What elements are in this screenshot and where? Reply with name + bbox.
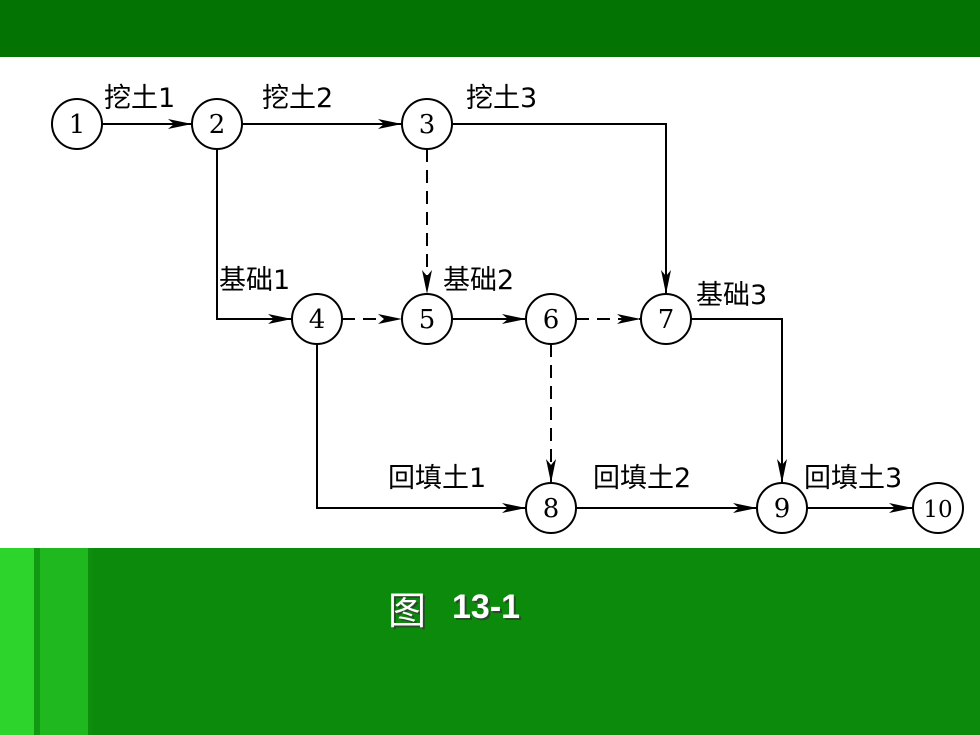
bottom-band	[0, 548, 980, 735]
event-node-circle	[640, 293, 692, 345]
event-node-9: 9	[756, 482, 808, 534]
activity-label-9-10: 回填土3	[804, 463, 902, 494]
event-node-label: 5	[419, 305, 436, 335]
activity-label-4-8: 回填土1	[388, 463, 486, 494]
event-node-label: 2	[209, 110, 226, 140]
event-node-circle	[525, 482, 577, 534]
event-node-circle	[291, 293, 343, 345]
figure-caption: 图 13-1	[388, 583, 521, 633]
activity-arrow-2-4	[216, 149, 292, 324]
decor-stripe	[88, 548, 92, 735]
activity-label-5-6: 基础2	[443, 265, 514, 296]
activity-label-2-3: 挖土2	[262, 83, 333, 114]
event-node-6: 6	[525, 293, 577, 345]
activity-label-8-9: 回填土2	[593, 463, 691, 494]
event-node-label: 9	[774, 494, 791, 524]
event-node-5: 5	[401, 293, 453, 345]
activity-label-2-4: 基础1	[219, 265, 290, 296]
event-node-7: 7	[640, 293, 692, 345]
event-node-3: 3	[401, 98, 453, 150]
decor-stripe	[34, 548, 40, 735]
activity-labels: 挖土1 挖土2 挖土3 基础1 基础2 基础3 回填土1 回填土2 回填土3	[104, 83, 902, 494]
activity-label-7-9: 基础3	[696, 280, 767, 311]
event-nodes: 1 2 3 4 5 6 7 8 9 10	[51, 98, 964, 534]
activity-label-3-7: 挖土3	[466, 83, 537, 114]
event-node-8: 8	[525, 482, 577, 534]
event-node-circle	[401, 293, 453, 345]
activity-arrow-7-9	[691, 318, 787, 483]
event-node-circle	[912, 482, 964, 534]
event-node-2: 2	[191, 98, 243, 150]
event-node-circle	[191, 98, 243, 150]
event-node-circle	[756, 482, 808, 534]
event-node-circle	[401, 98, 453, 150]
caption-figure-number: 13-1	[452, 587, 521, 626]
activity-arrows	[102, 119, 913, 513]
event-node-4: 4	[291, 293, 343, 345]
decor-stripe	[0, 548, 34, 735]
activity-label-1-2: 挖土1	[104, 83, 175, 114]
activity-arrow-3-7	[452, 123, 671, 294]
event-node-1: 1	[51, 98, 103, 150]
event-node-label: 6	[543, 305, 560, 335]
event-node-label: 4	[309, 305, 326, 335]
event-node-label: 10	[923, 497, 952, 523]
caption-figure-char: 图	[388, 588, 427, 633]
event-node-10: 10	[912, 482, 964, 534]
event-node-circle	[525, 293, 577, 345]
event-node-label: 1	[69, 110, 86, 140]
top-bar	[0, 0, 980, 57]
event-node-circle	[51, 98, 103, 150]
decor-stripe	[40, 548, 88, 735]
event-node-label: 7	[658, 305, 675, 335]
event-node-label: 8	[543, 494, 560, 524]
network-diagram: 1 2 3 4 5 6 7 8 9 10 挖土1 挖土2 挖土3 基础1 基础2 基础3 回填土1 回填土2 回填…	[51, 83, 964, 534]
activity-arrow-4-8	[316, 344, 526, 513]
event-node-label: 3	[419, 110, 436, 140]
